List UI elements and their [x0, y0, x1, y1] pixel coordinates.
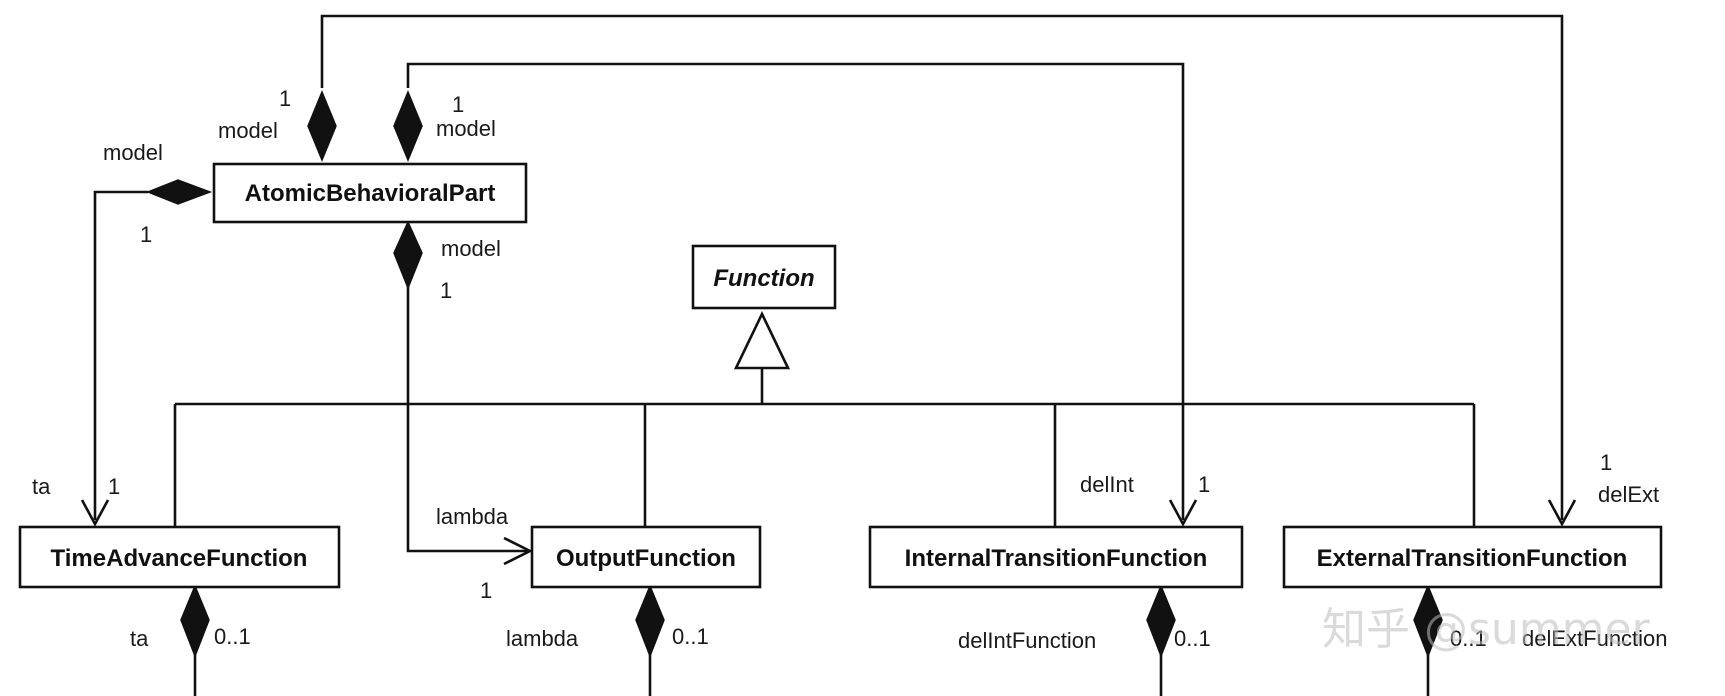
role-label-ta: ta: [32, 474, 51, 499]
role-label-delint: delInt: [1080, 472, 1134, 497]
mult-label-one-left: 1: [140, 222, 152, 247]
class-time-advance-function-label: TimeAdvanceFunction: [51, 545, 308, 572]
mult-label-delext-bottom: 0..1: [1450, 626, 1487, 651]
role-label-lambda-bottom: lambda: [506, 626, 579, 651]
role-label-ta-bottom: ta: [130, 626, 149, 651]
mult-label-one-top2: 1: [452, 92, 464, 117]
class-function[interactable]: Function: [691, 244, 837, 310]
assoc-line-delint: [406, 62, 1185, 520]
composition-diamond-left: [145, 179, 213, 205]
mult-label-one-below: 1: [440, 278, 452, 303]
mult-label-ta-bottom: 0..1: [214, 624, 251, 649]
class-external-transition-function-label: ExternalTransitionFunction: [1317, 545, 1628, 572]
class-atomic-behavioral-part[interactable]: AtomicBehavioralPart: [212, 162, 528, 224]
mult-label-delint: 1: [1198, 472, 1210, 497]
mult-label-lambda: 1: [480, 578, 492, 603]
composition-diamond-delext-bottom: [1413, 584, 1443, 659]
role-label-model-top1: model: [218, 118, 278, 143]
arrowhead-ta: [80, 499, 110, 527]
mult-label-lambda-bottom: 0..1: [672, 624, 709, 649]
composition-diamond-top1: [307, 90, 337, 162]
mult-label-ta: 1: [108, 474, 120, 499]
assoc-line-ta: [93, 190, 148, 520]
class-internal-transition-function-label: InternalTransitionFunction: [905, 545, 1208, 572]
mult-label-delint-bottom: 0..1: [1174, 626, 1211, 651]
composition-diamond-top2: [393, 90, 423, 162]
role-label-delint-bottom: delIntFunction: [958, 628, 1096, 653]
composition-diamond-lambda-bottom: [635, 584, 665, 659]
class-output-function[interactable]: OutputFunction: [530, 525, 762, 589]
composition-diamond-ta-bottom: [180, 584, 210, 659]
role-label-model-below: model: [441, 236, 501, 261]
mult-label-delext: 1: [1600, 450, 1612, 475]
class-time-advance-function[interactable]: TimeAdvanceFunction: [18, 525, 341, 589]
composition-diamond-delint-bottom: [1146, 584, 1176, 659]
mult-label-one-top1: 1: [279, 86, 291, 111]
role-label-lambda: lambda: [436, 504, 509, 529]
arrowhead-delint: [1168, 499, 1198, 527]
role-label-delext: delExt: [1598, 482, 1659, 507]
class-atomic-behavioral-part-label: AtomicBehavioralPart: [245, 180, 496, 207]
watermark-text: 知乎 @summer: [1322, 604, 1651, 655]
assoc-line-delext: [320, 14, 1564, 520]
assoc-line-lambda: [406, 286, 528, 553]
class-function-label: Function: [713, 265, 814, 292]
role-label-model-left: model: [103, 140, 163, 165]
class-output-function-label: OutputFunction: [556, 545, 736, 572]
class-external-transition-function[interactable]: ExternalTransitionFunction: [1282, 525, 1663, 589]
role-label-delext-bottom: delExtFunction: [1522, 626, 1668, 651]
role-label-model-top2: model: [436, 116, 496, 141]
arrowhead-delext: [1547, 499, 1577, 527]
arrowhead-lambda: [503, 536, 533, 566]
generalization-triangle-icon: [733, 311, 791, 370]
composition-diamond-below: [393, 220, 423, 291]
class-internal-transition-function[interactable]: InternalTransitionFunction: [868, 525, 1244, 589]
